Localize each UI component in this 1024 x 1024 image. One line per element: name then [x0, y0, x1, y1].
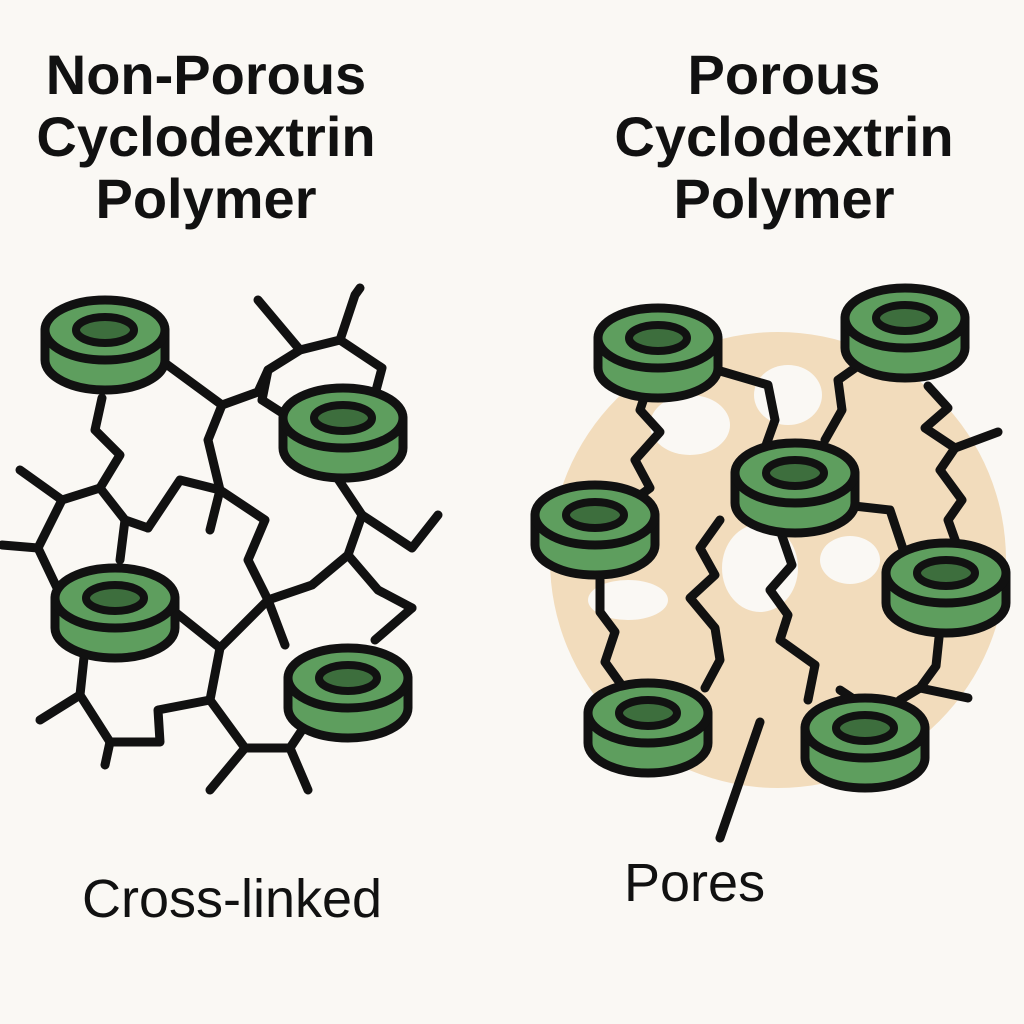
- right-panel-title: Porous Cyclodextrin Polymer: [578, 44, 990, 230]
- cyclodextrin-ring-icon: [735, 443, 855, 533]
- cyclodextrin-ring-icon: [598, 308, 718, 398]
- right-title-line: Polymer: [673, 167, 895, 230]
- pore: [588, 580, 668, 620]
- cyclodextrin-ring-icon: [288, 648, 408, 738]
- pore: [650, 395, 730, 455]
- left-panel-title: Non-Porous Cyclodextrin Polymer: [0, 44, 412, 230]
- right-title-line: Cyclodextrin: [614, 105, 954, 168]
- cyclodextrin-ring-icon: [886, 543, 1006, 633]
- pores-caption: Pores: [624, 853, 766, 913]
- pore: [754, 365, 822, 425]
- pore: [722, 524, 798, 612]
- left-title-line: Polymer: [95, 167, 317, 230]
- left-title-line: Non-Porous: [45, 43, 367, 106]
- pores-pointer-line: [715, 717, 765, 843]
- left-title-line: Cyclodextrin: [36, 105, 376, 168]
- cross-linked-caption: Cross-linked: [82, 869, 383, 929]
- cyclodextrin-ring-icon: [283, 388, 403, 478]
- cyclodextrin-ring-icon: [535, 485, 655, 575]
- cyclodextrin-ring-icon: [805, 698, 925, 788]
- cyclodextrin-ring-icon: [45, 300, 165, 390]
- cyclodextrin-ring-icon: [845, 288, 965, 378]
- cyclodextrin-ring-icon: [55, 568, 175, 658]
- pore: [820, 536, 880, 584]
- cyclodextrin-ring-icon: [588, 683, 708, 773]
- crosslink-chains: [595, 351, 1003, 705]
- pore-region: [550, 332, 1006, 788]
- crosslink-network: [0, 283, 443, 795]
- right-title-line: Porous: [687, 43, 881, 106]
